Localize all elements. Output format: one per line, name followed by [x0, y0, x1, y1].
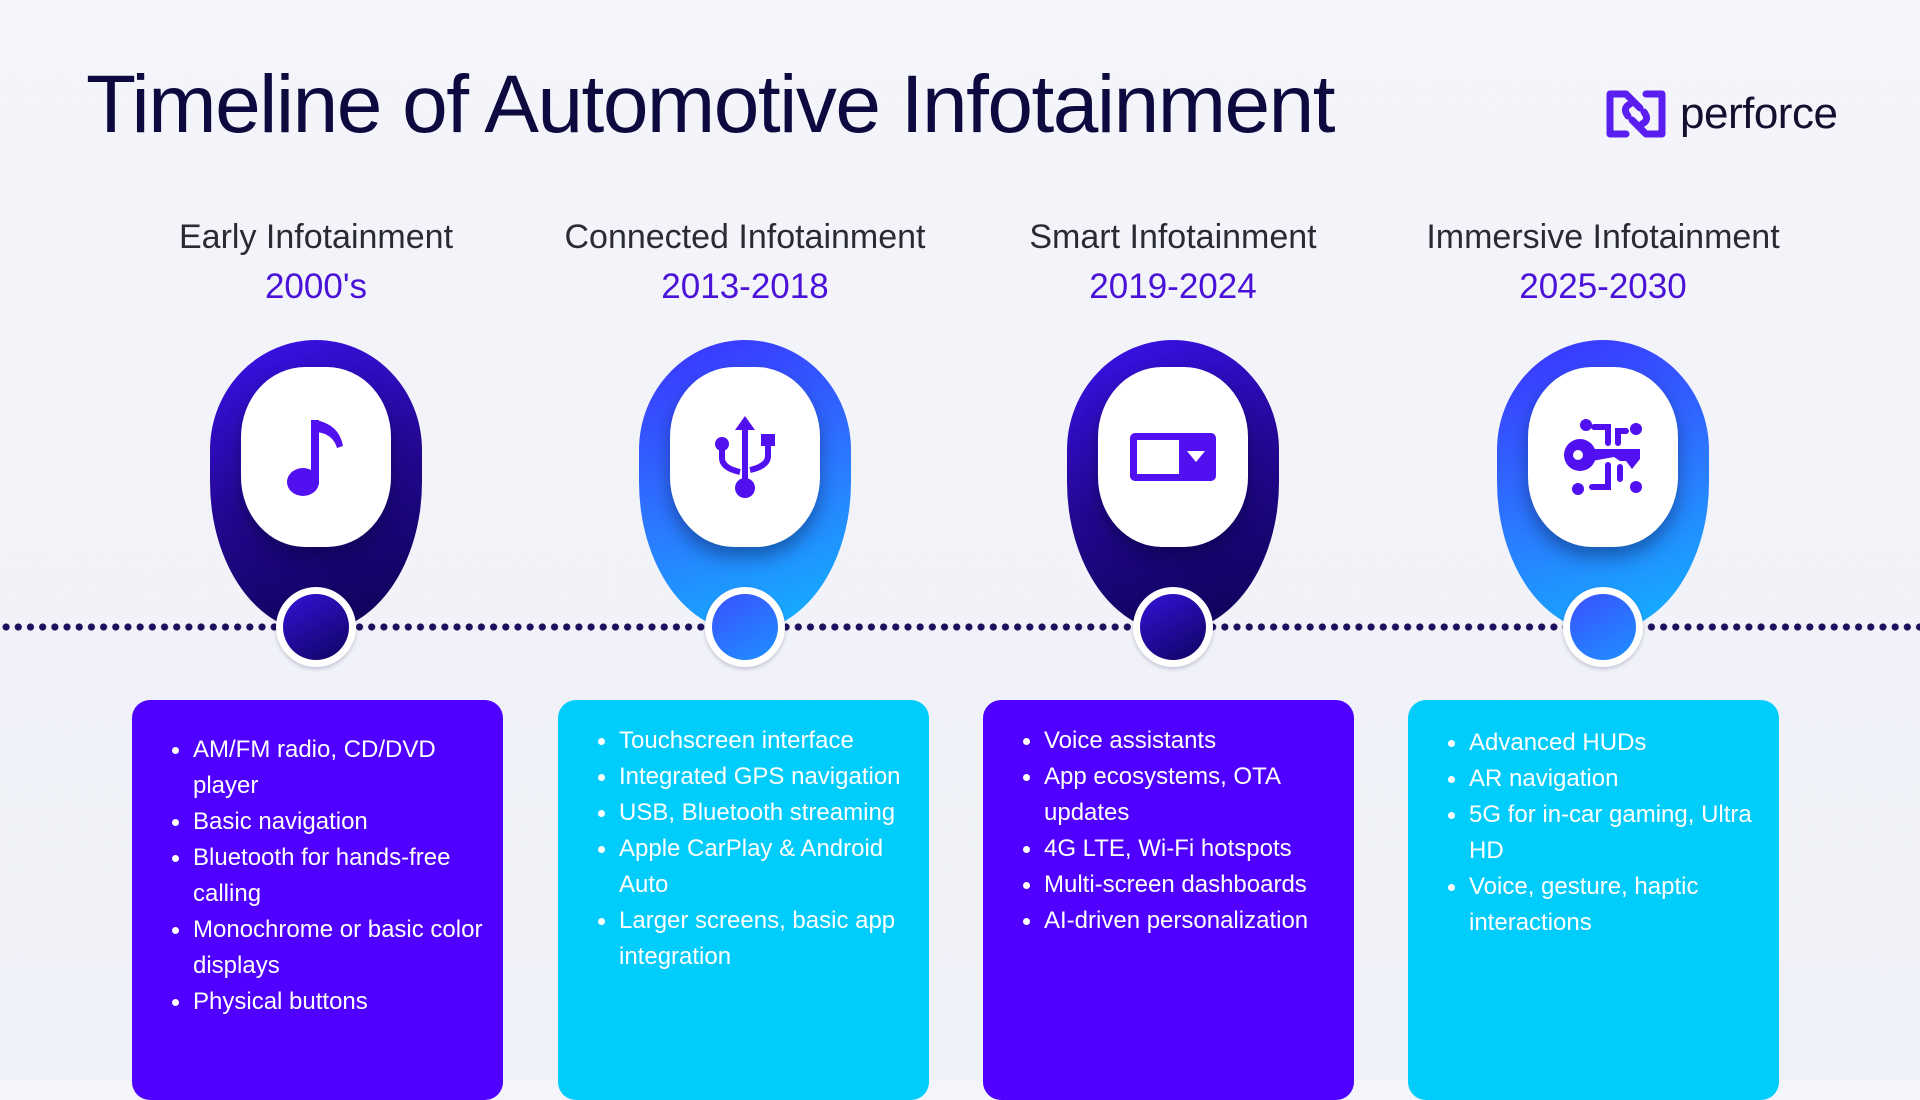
era-badge [1497, 340, 1709, 632]
feature-item: 5G for in-car gaming, Ultra HD [1448, 797, 1763, 869]
era-title: Connected Infotainment [564, 218, 926, 256]
feature-item: 4G LTE, Wi-Fi hotspots [1023, 831, 1338, 867]
timeline-node [705, 587, 785, 667]
timeline-dotted-line [0, 622, 1920, 632]
feature-item: Basic navigation [172, 804, 487, 840]
feature-item: AM/FM radio, CD/DVD player [172, 732, 487, 804]
era-card: AM/FM radio, CD/DVD player Basic navigat… [132, 700, 503, 1100]
feature-item: Monochrome or basic color displays [172, 912, 487, 984]
digital-key-icon [1564, 419, 1642, 495]
feature-item: Integrated GPS navigation [598, 759, 913, 795]
music-note-icon [287, 420, 343, 496]
timeline-node [276, 587, 356, 667]
feature-item: Touchscreen interface [598, 723, 913, 759]
page-title: Timeline of Automotive Infotainment [86, 59, 1336, 150]
feature-item: Larger screens, basic app integration [598, 903, 913, 975]
era-title: Smart Infotainment [1029, 218, 1317, 256]
era-badge [639, 340, 851, 632]
era-years: 2013-2018 [661, 267, 829, 306]
timeline-node [1133, 587, 1213, 667]
era-badge [1067, 340, 1279, 632]
era-years: 2019-2024 [1089, 267, 1257, 306]
feature-item: Voice assistants [1023, 723, 1338, 759]
feature-item: Voice, gesture, haptic interactions [1448, 869, 1763, 941]
feature-item: AR navigation [1448, 761, 1763, 797]
feature-item: Advanced HUDs [1448, 725, 1763, 761]
era-badge [210, 340, 422, 632]
logo-text: perforce [1680, 89, 1838, 138]
era-card: Touchscreen interface Integrated GPS nav… [558, 700, 929, 1100]
feature-item: AI-driven personalization [1023, 903, 1338, 939]
era-years: 2000's [264, 267, 368, 306]
perforce-link-icon [1606, 90, 1666, 138]
perforce-logo: perforce [1604, 86, 1838, 142]
feature-item: Apple CarPlay & Android Auto [598, 831, 913, 903]
era-card: Voice assistants App ecosystems, OTA upd… [983, 700, 1354, 1100]
feature-item: Physical buttons [172, 984, 487, 1020]
era-card: Advanced HUDs AR navigation 5G for in-ca… [1408, 700, 1779, 1100]
era-years: 2025-2030 [1519, 267, 1687, 306]
timeline-node [1563, 587, 1643, 667]
feature-item: App ecosystems, OTA updates [1023, 759, 1338, 831]
feature-item: Multi-screen dashboards [1023, 867, 1338, 903]
era-title: Immersive Infotainment [1426, 218, 1780, 256]
dropdown-screen-icon [1130, 433, 1216, 481]
era-title: Early Infotainment [178, 218, 454, 256]
feature-item: Bluetooth for hands-free calling [172, 840, 487, 912]
feature-item: USB, Bluetooth streaming [598, 795, 913, 831]
usb-icon [715, 416, 775, 498]
